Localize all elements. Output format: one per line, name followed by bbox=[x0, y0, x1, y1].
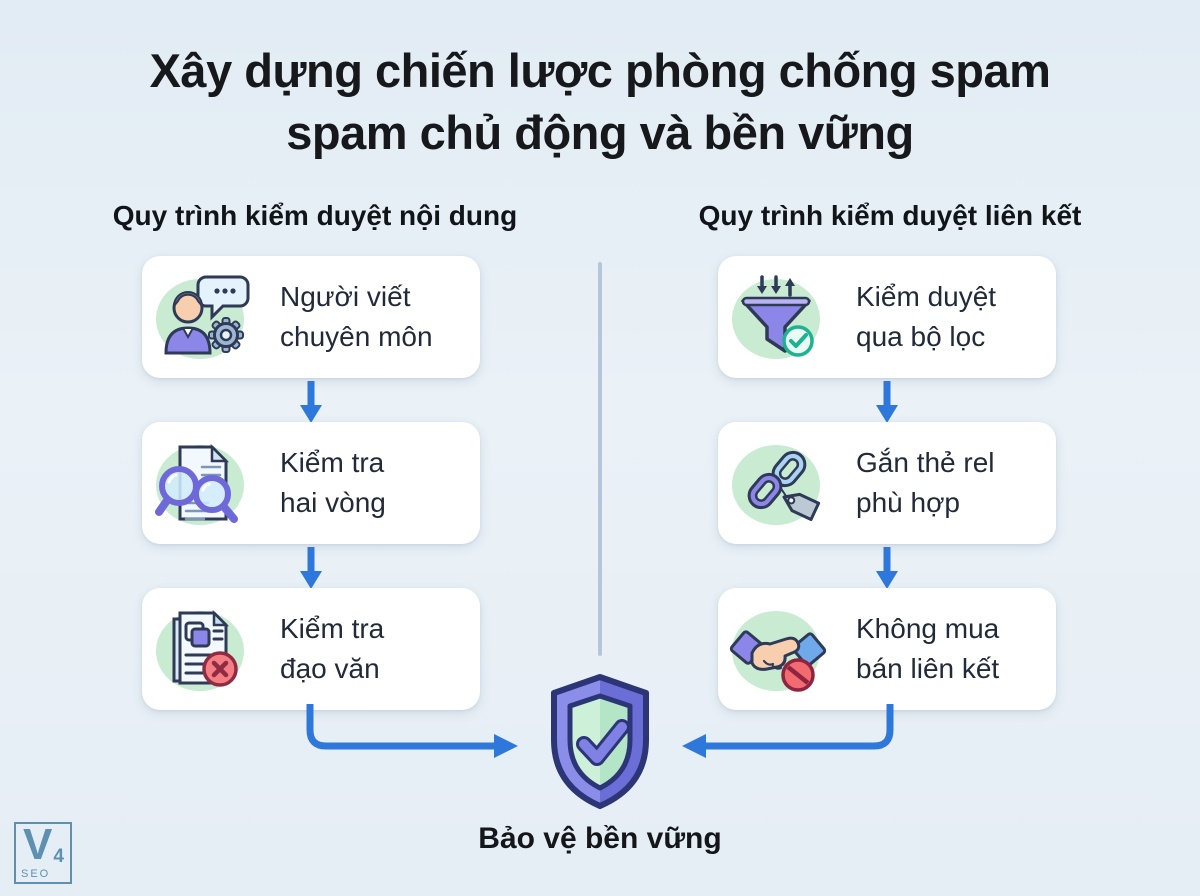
step-card-rel-tag: Gắn thẻ rel phù hợp bbox=[718, 422, 1056, 544]
link-column-header: Quy trình kiểm duyệt liên kết bbox=[698, 200, 1082, 231]
down-arrow-icon bbox=[300, 381, 322, 423]
step-label: Kiểm tra đạo văn bbox=[280, 609, 384, 689]
page-title: Xây dựng chiến lược phòng chống spam spa… bbox=[0, 40, 1200, 164]
logo-number: 4 bbox=[53, 846, 64, 867]
double-magnifier-document-icon bbox=[152, 437, 256, 529]
handshake-prohibited-icon bbox=[728, 603, 832, 695]
left-connector-arrow bbox=[306, 704, 518, 758]
filter-funnel-check-icon bbox=[728, 271, 832, 363]
step-label-line2: phù hợp bbox=[856, 487, 961, 518]
down-arrow-icon bbox=[300, 547, 322, 589]
step-label-line1: Không mua bbox=[856, 613, 1000, 644]
step-label: Kiểm tra hai vòng bbox=[280, 443, 386, 523]
logo-letter: V bbox=[23, 820, 53, 869]
shield-check-icon bbox=[540, 672, 660, 812]
step-label: Không mua bán liên kết bbox=[856, 609, 999, 689]
content-column-header: Quy trình kiểm duyệt nội dung bbox=[112, 200, 518, 231]
step-label-line1: Kiểm tra bbox=[280, 613, 385, 644]
brand-logo: V 4 SEO bbox=[14, 820, 72, 884]
page-title-line2: spam chủ động và bền vững bbox=[286, 106, 914, 159]
step-label-line2: hai vòng bbox=[280, 487, 386, 518]
step-label-line1: Kiểm duyệt bbox=[856, 281, 997, 312]
step-label-line1: Kiểm tra bbox=[280, 447, 385, 478]
step-label: Gắn thẻ rel phù hợp bbox=[856, 443, 995, 523]
step-card-two-round-check: Kiểm tra hai vòng bbox=[142, 422, 480, 544]
logo-text: SEO bbox=[21, 868, 51, 880]
step-label-line2: bán liên kết bbox=[856, 653, 1000, 684]
step-label: Kiểm duyệt qua bộ lọc bbox=[856, 277, 996, 357]
step-card-plagiarism-check: Kiểm tra đạo văn bbox=[142, 588, 480, 710]
step-card-no-link-buying: Không mua bán liên kết bbox=[718, 588, 1056, 710]
step-label-line2: qua bộ lọc bbox=[856, 321, 986, 352]
step-label-line2: đạo văn bbox=[280, 653, 380, 684]
right-connector-arrow bbox=[682, 704, 894, 758]
column-divider bbox=[598, 262, 602, 656]
step-label: Người viết chuyên môn bbox=[280, 277, 433, 357]
down-arrow-icon bbox=[876, 381, 898, 423]
chain-link-tag-icon bbox=[728, 437, 832, 529]
page-title-line1: Xây dựng chiến lược phòng chống spam bbox=[149, 44, 1051, 97]
writer-speech-gear-icon bbox=[152, 271, 256, 363]
shield-caption: Bảo vệ bền vững bbox=[478, 822, 722, 855]
step-label-line1: Gắn thẻ rel bbox=[856, 447, 995, 478]
plagiarism-document-x-icon bbox=[152, 603, 256, 695]
step-card-expert-writer: Người viết chuyên môn bbox=[142, 256, 480, 378]
step-label-line2: chuyên môn bbox=[280, 321, 433, 352]
step-label-line1: Người viết bbox=[280, 281, 411, 312]
down-arrow-icon bbox=[876, 547, 898, 589]
step-card-filter-review: Kiểm duyệt qua bộ lọc bbox=[718, 256, 1056, 378]
